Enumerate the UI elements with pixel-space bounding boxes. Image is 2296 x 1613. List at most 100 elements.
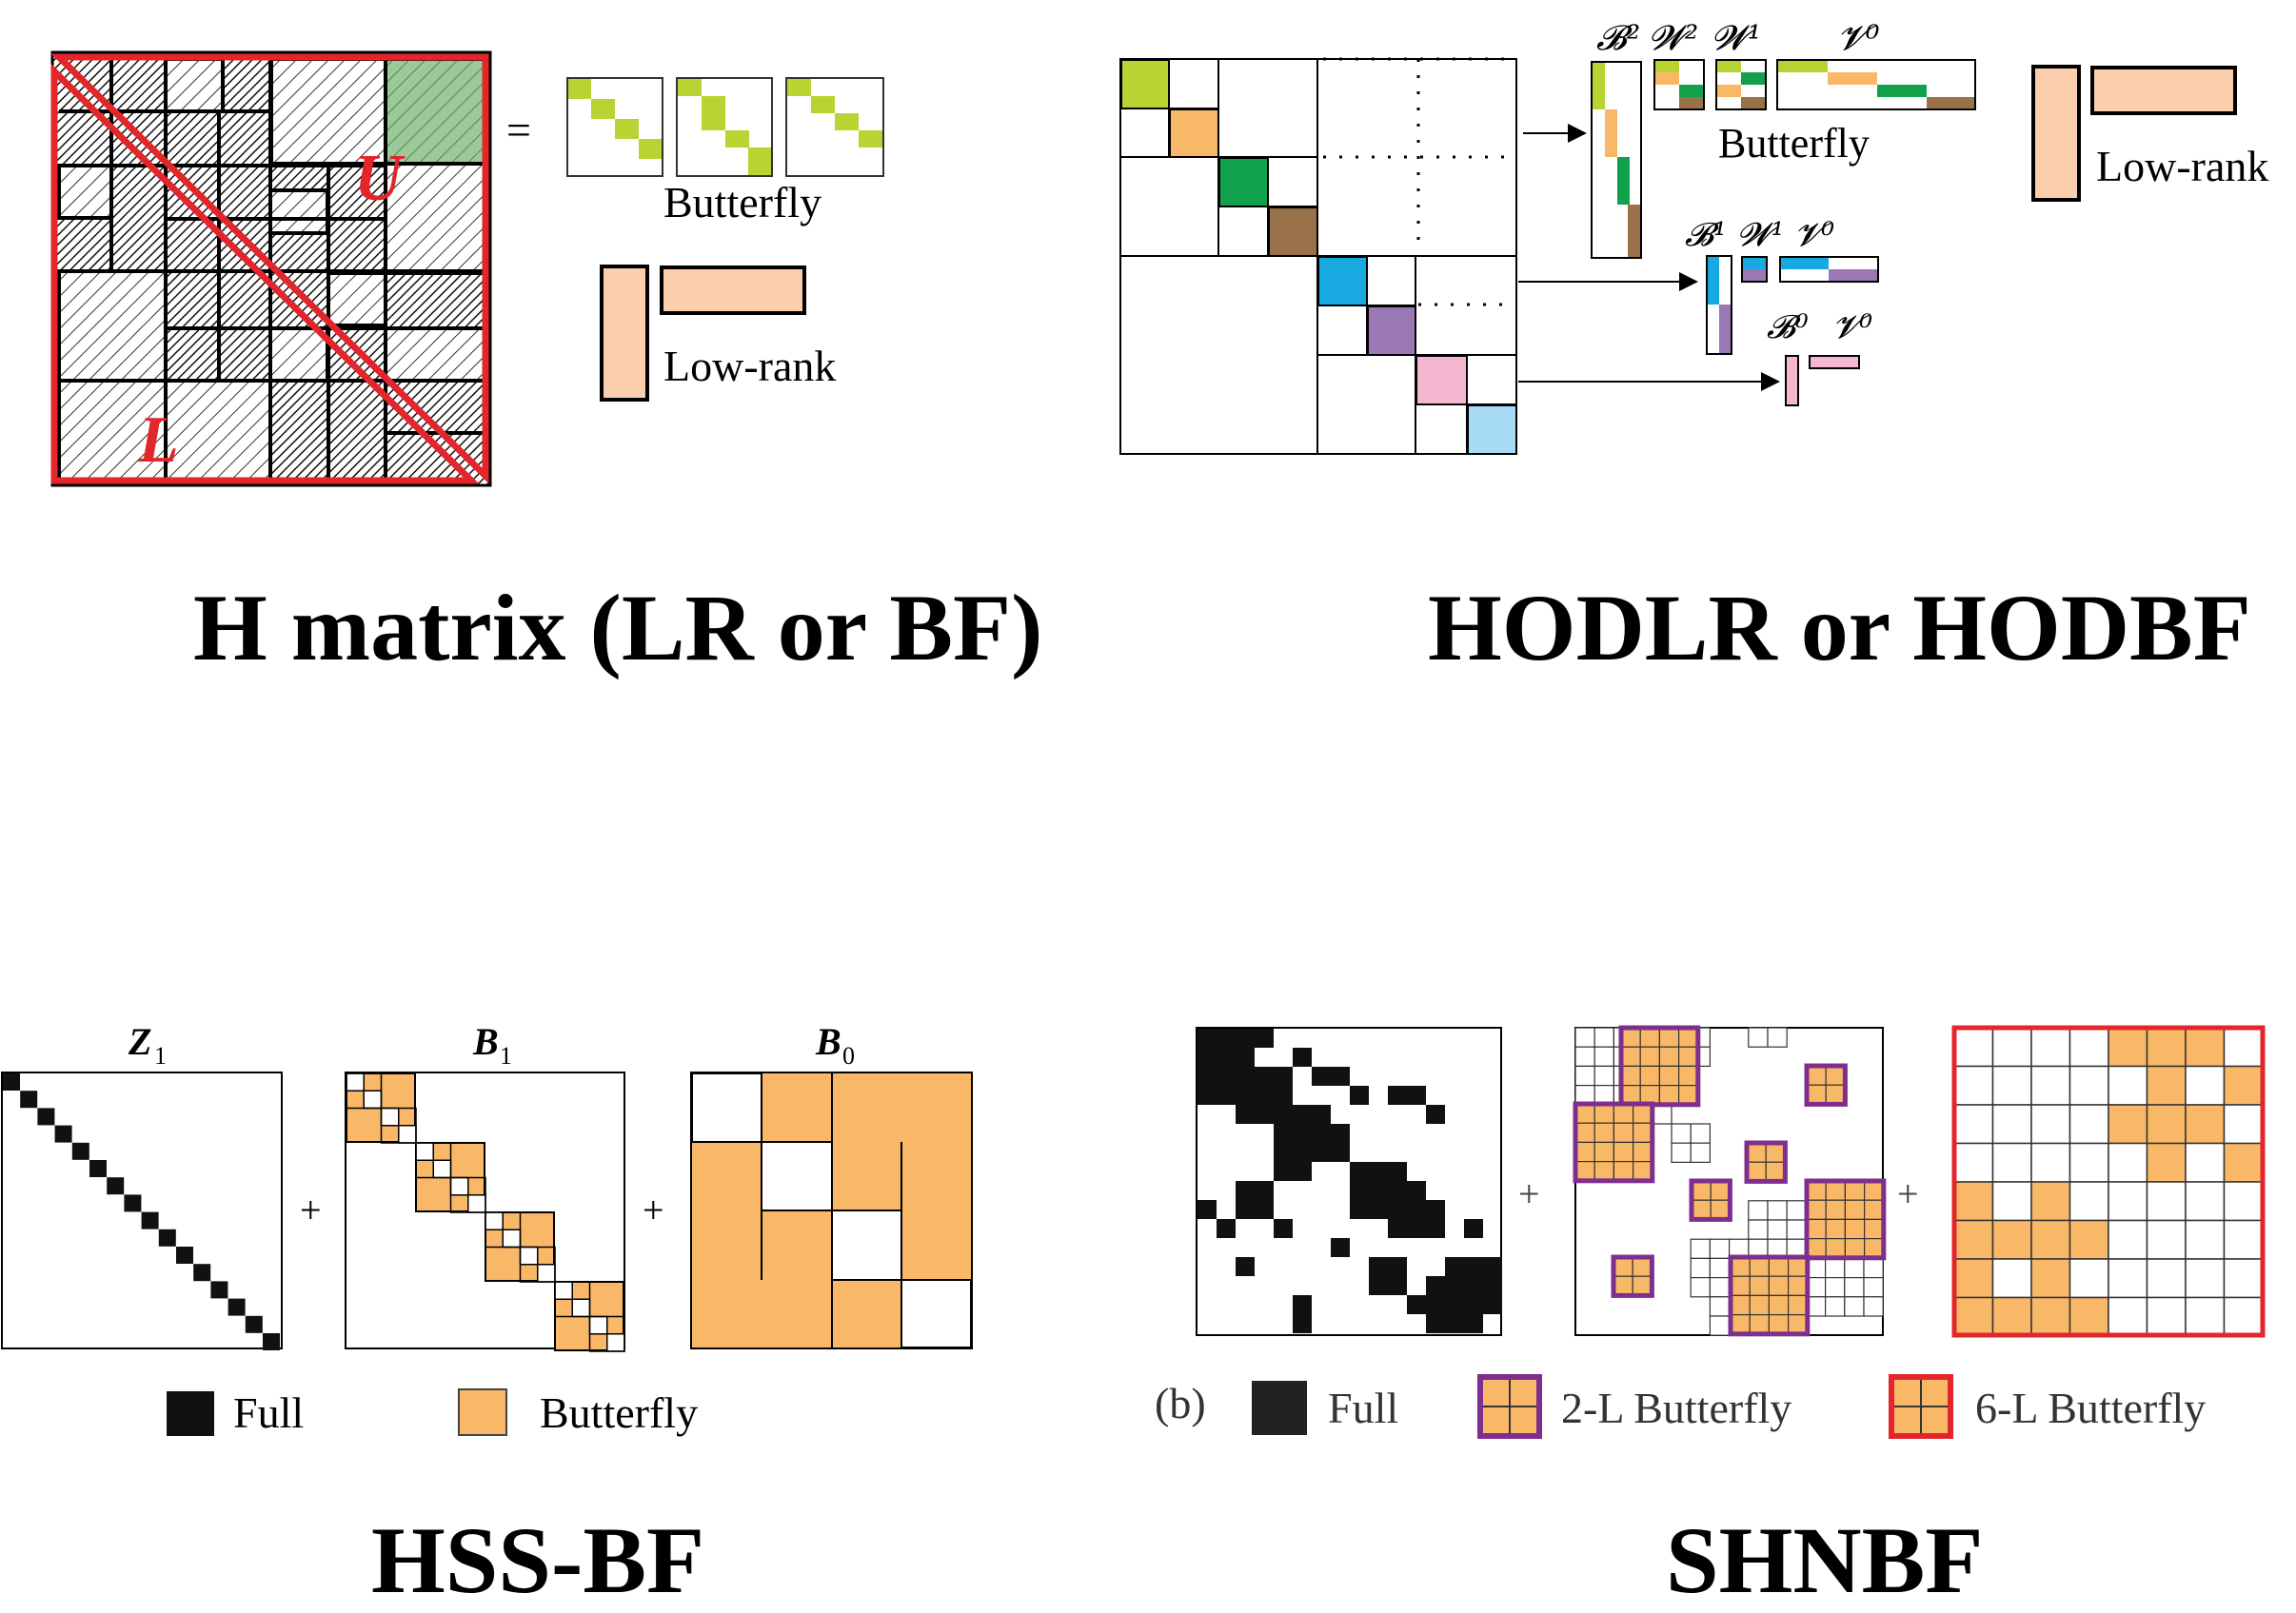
butterfly-cell <box>1806 1065 1827 1086</box>
hss-b1-blocks <box>346 1072 625 1352</box>
hodlr-diag-block <box>1120 59 1170 109</box>
butterfly-6l-cell <box>2068 1258 2109 1299</box>
hmatrix-block <box>268 326 329 383</box>
full-block <box>1255 1181 1274 1200</box>
hodlr-l2-label: 𝓦¹ <box>1712 19 1761 58</box>
butterfly-2l-frame <box>1728 1254 1811 1337</box>
butterfly-cell <box>1806 1199 1827 1220</box>
full-block <box>176 1247 193 1264</box>
butterfly-6l-cell <box>2108 1065 2148 1106</box>
butterfly-cell <box>1765 1161 1786 1182</box>
hodlr-b1-factor <box>1706 255 1732 355</box>
hodlr-diag-block <box>1268 207 1318 257</box>
sub-block <box>485 1211 522 1249</box>
grid-cell <box>1690 1257 1711 1279</box>
lower-triangle-outline <box>50 63 480 484</box>
hss-z1-label: Z 1 <box>128 1020 167 1070</box>
butterfly-6l-cell <box>2146 1258 2187 1299</box>
full-block <box>1312 1124 1350 1162</box>
butterfly-cell <box>1749 1256 1770 1277</box>
butterfly-6l-cell <box>2068 1065 2109 1106</box>
hodlr-diag-block <box>1218 157 1269 207</box>
grid-cell <box>1824 1257 1846 1279</box>
butterfly-6l-cell <box>1953 1104 1994 1145</box>
diag-cell <box>363 1090 383 1110</box>
butterfly-cell <box>1746 1161 1767 1182</box>
hmatrix-block <box>268 188 329 235</box>
butterfly-6l-cell <box>1991 1296 2032 1337</box>
grid-cell <box>1690 1276 1711 1298</box>
grid-cell <box>1748 1219 1769 1240</box>
butterfly-6l-cell <box>2146 1027 2187 1068</box>
butterfly-cell <box>1825 1237 1846 1259</box>
butterfly-6l-cell <box>2223 1181 2264 1222</box>
full-block <box>1274 1143 1312 1181</box>
shnbf-legend-6l-label: 6-L Butterfly <box>1975 1384 2206 1432</box>
full-block <box>1331 1238 1350 1257</box>
butterfly-6l-cell <box>1991 1258 2032 1299</box>
hodlr-l2-label: 𝓑² <box>1596 19 1640 58</box>
butterfly-cell <box>1574 1122 1595 1143</box>
sub-block <box>554 1281 591 1318</box>
butterfly-cell <box>1632 1103 1653 1124</box>
full-block <box>245 1315 263 1333</box>
hodlr-diag-block <box>1467 404 1517 455</box>
butterfly-factor-2 <box>676 77 773 177</box>
shnbf-panel: + + (b) Full 2-L Butterfly <box>1155 1025 2266 1439</box>
butterfly-6l-cell <box>2146 1181 2187 1222</box>
svg-text:Z: Z <box>128 1020 151 1063</box>
grid-cell <box>1824 1276 1846 1298</box>
butterfly-2l-frame <box>1804 1063 1848 1107</box>
butterfly-cell <box>1787 1313 1809 1335</box>
diag-cell <box>432 1159 452 1179</box>
hodlr-w2-factor <box>1653 59 1705 110</box>
full-block <box>1255 1029 1274 1048</box>
butterfly-cell <box>1863 1180 1885 1201</box>
butterfly-6l-cell <box>2185 1258 2226 1299</box>
full-block <box>1312 1067 1350 1086</box>
shnbf-plus: + <box>1518 1172 1540 1215</box>
hmatrix-block <box>327 271 387 327</box>
hssbf-panel: Z 1 B 1 B 0 + + <box>1 1020 973 1437</box>
butterfly-cell <box>1806 1218 1827 1240</box>
butterfly-factor-1 <box>566 77 663 177</box>
butterfly-6l-cell <box>2108 1104 2148 1145</box>
upper-triangle-outline <box>50 53 489 484</box>
butterfly-2l-frame <box>1618 1025 1701 1108</box>
hodlr-l1-label: 𝓑¹ <box>1685 216 1727 254</box>
sub-block <box>380 1107 417 1144</box>
hodlr-w1-factor <box>1715 59 1767 110</box>
lowrank-row-factor <box>660 266 806 315</box>
butterfly-6l-cell <box>1991 1142 2032 1183</box>
hodlr-b0-factor <box>1785 355 1799 406</box>
butterfly-6l-cell <box>2223 1142 2264 1183</box>
svg-text:0: 0 <box>842 1042 855 1070</box>
hodlr-v0-factor <box>1776 59 1976 110</box>
butterfly-cell <box>1691 1180 1712 1201</box>
butterfly-cell <box>1749 1294 1770 1316</box>
hodlr-l1-label: 𝓥⁰ <box>1794 216 1834 254</box>
butterfly-cell <box>1632 1122 1653 1143</box>
full-block <box>228 1298 246 1316</box>
hss-legend-butterfly-swatch <box>458 1388 507 1436</box>
butterfly-cell <box>1765 1142 1786 1163</box>
diag-cell <box>537 1264 556 1283</box>
full-block <box>37 1108 55 1126</box>
full-block <box>1197 1067 1236 1105</box>
shnbf-6l-matrix <box>1951 1025 2266 1338</box>
butterfly-cell <box>1677 1065 1699 1087</box>
grid-cell <box>1844 1257 1865 1279</box>
grid-cell <box>1690 1142 1711 1163</box>
butterfly-cell <box>1613 1141 1634 1163</box>
svg-text:1: 1 <box>154 1042 167 1070</box>
hmatrix-block <box>384 326 487 383</box>
butterfly-6l-cell <box>2068 1104 2109 1145</box>
butterfly-cell <box>1746 1142 1767 1163</box>
full-block <box>1407 1200 1445 1238</box>
hmatrix-butterfly-label: Butterfly <box>663 178 821 226</box>
hss-plus: + <box>300 1189 322 1231</box>
full-block <box>107 1177 125 1195</box>
butterfly-6l-cell <box>2146 1142 2187 1183</box>
shnbf-legend-6l-swatch <box>1889 1374 1953 1439</box>
